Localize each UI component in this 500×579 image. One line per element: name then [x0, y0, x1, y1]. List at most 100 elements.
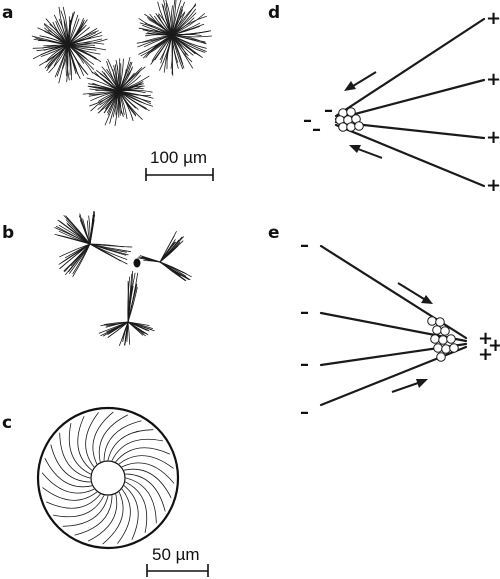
bundle-fiber [98, 321, 129, 334]
motor-cluster-d [335, 107, 364, 132]
aster-fiber [170, 5, 173, 36]
bundle-fiber [143, 258, 161, 263]
bundle-fiber [89, 218, 94, 245]
ring-fiber [102, 491, 124, 545]
aster-fiber [67, 44, 72, 81]
aster-1 [31, 6, 108, 84]
ring-fiber [125, 473, 166, 512]
panel-c-ring [36, 406, 180, 550]
minus-sign-d-3: – [312, 119, 321, 140]
plus-sign-e-3: + [478, 344, 493, 365]
aster-fiber [89, 90, 120, 107]
bundle-fiber [89, 243, 129, 256]
motor-cluster-e [427, 316, 459, 362]
aster-fiber [118, 66, 146, 92]
bundle-fiber [65, 219, 91, 245]
bundle-fiber [124, 321, 129, 346]
ring-fiber [53, 495, 105, 518]
bundle-fiber [127, 321, 131, 345]
plus-sign-d-1: + [486, 8, 500, 29]
ring-fiber [41, 472, 95, 494]
panel-label-a: a [2, 3, 13, 23]
bundle-fiber [103, 321, 129, 325]
ring-fiber [68, 423, 91, 475]
ring-fiber [98, 414, 128, 463]
panel-a-asters [31, 0, 212, 127]
bundle-fiber [89, 243, 125, 248]
motor-d [338, 122, 348, 132]
bundle-fiber [65, 243, 91, 275]
aster-fiber [159, 34, 173, 71]
motor-e [433, 343, 443, 353]
minus-sign-e-2: – [300, 302, 309, 323]
bundle-fiber [127, 321, 150, 332]
arrow-d-lower [349, 145, 383, 159]
aster-fiber [138, 34, 173, 55]
motor-e [427, 316, 437, 326]
aster-fiber [154, 34, 173, 61]
panel-label-d: d [268, 3, 280, 23]
motor-e [435, 317, 445, 327]
aster-fiber [171, 11, 186, 36]
motor-e [430, 334, 440, 344]
aster-fiber [67, 18, 80, 46]
motor-e [441, 344, 451, 354]
aster-fiber [138, 18, 173, 36]
ring-fiber [103, 420, 142, 461]
aster-fiber [171, 0, 182, 36]
aster-fiber [171, 34, 194, 69]
ring-fiber [62, 495, 109, 527]
panel-b-bundles [54, 210, 192, 346]
ring-fiber [107, 429, 154, 461]
ring-fiber [125, 477, 157, 524]
bundle-fiber [127, 270, 134, 323]
inner-circle [90, 460, 126, 496]
ring-fiber [50, 444, 91, 483]
bundle-2 [137, 231, 192, 281]
aster-fiber [40, 44, 69, 57]
aster-fiber [163, 0, 173, 36]
motor-e [449, 343, 459, 353]
bundle-fiber [72, 243, 91, 275]
plus-sign-d-4: + [486, 175, 500, 196]
ring-fiber [44, 458, 93, 488]
aster-fiber [58, 6, 69, 46]
aster-fiber [67, 44, 94, 74]
bundle-fiber [159, 231, 177, 263]
plus-sign-d-2: + [486, 69, 500, 90]
minus-sign-d-2: – [303, 110, 312, 131]
minus-sign-d-1: – [324, 100, 333, 121]
ring-fiber [123, 468, 172, 498]
scale-bar-label-a: 100 µm [150, 148, 207, 167]
aster-fiber [67, 11, 75, 46]
bundle-fiber [127, 276, 131, 323]
bundle-fiber [159, 261, 190, 280]
bundle-fiber [78, 215, 91, 245]
panel-label-e: e [268, 223, 280, 243]
aster-fiber [52, 21, 69, 46]
outer-circle [36, 406, 180, 550]
aster-fiber [171, 34, 207, 49]
panel-e-plus-focus: – – – – + + + [300, 235, 500, 423]
motor-e [446, 334, 456, 344]
scale-bar-c: 50 µm [146, 545, 209, 577]
bundle-fiber [64, 243, 91, 259]
plus-sign-e-1: + [478, 328, 493, 349]
aster-2 [136, 0, 212, 76]
microtubule-d-2 [334, 78, 486, 121]
panel-label-b: b [2, 223, 14, 243]
aster-fiber [101, 70, 120, 92]
motor-d [354, 121, 364, 131]
ring-fiber [88, 493, 118, 542]
ring-fiber [111, 438, 163, 461]
motor-e [440, 326, 450, 336]
arrow-e-upper [397, 282, 433, 304]
aster-fiber [67, 42, 105, 46]
ring-fiber [121, 462, 175, 484]
ring-fiber [115, 447, 170, 463]
bundle-fiber [89, 243, 128, 265]
aster-fiber [171, 34, 184, 65]
panel-d-minus-focus: – – – + + + + [303, 8, 500, 196]
